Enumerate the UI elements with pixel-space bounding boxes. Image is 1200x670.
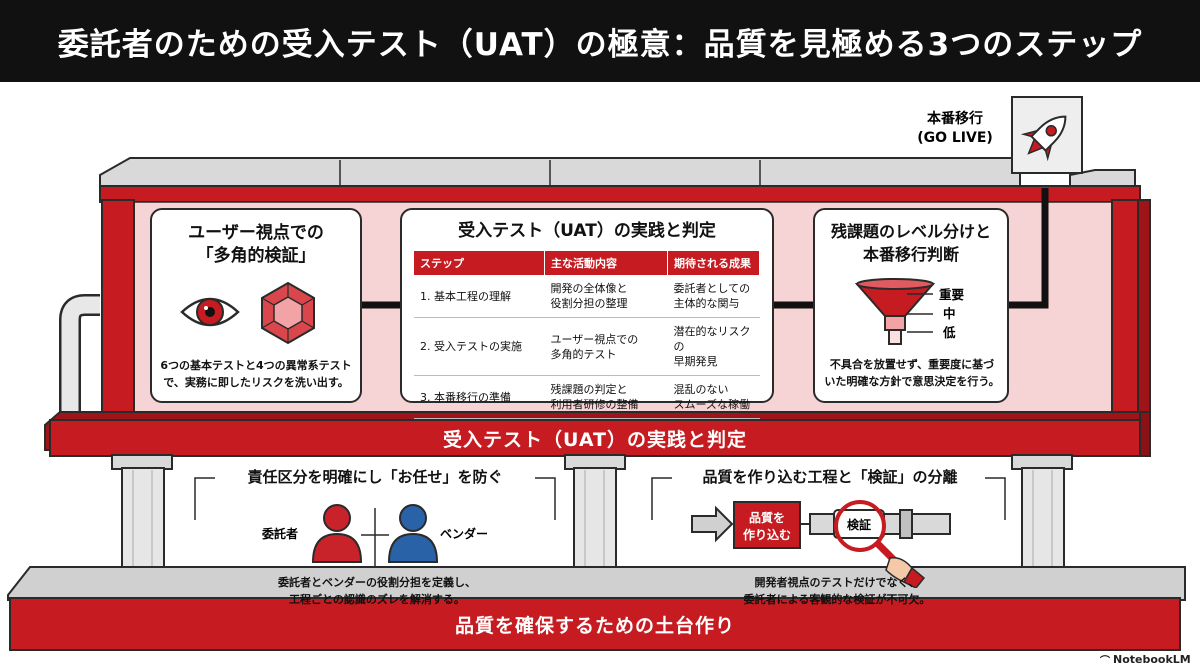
section-right-desc-line1: 開発者視点のテストだけでなく、 <box>754 576 920 589</box>
section-verification: 品質を作り込む工程と「検証」の分離 <box>660 466 1000 487</box>
cell-result-line2: 主体的な関与 <box>673 297 740 310</box>
card-right-desc: 不具合を放置せず、重要度に基づ いた明確な方針で意思決定を行う。 <box>819 356 1005 390</box>
process-pipe-graphic <box>691 500 951 588</box>
cell-result-line1: 委託者としての <box>673 282 751 295</box>
cell-activity: ユーザー視点での多角的テスト <box>544 317 668 376</box>
cell-step: 2. 受入テストの実施 <box>414 317 545 376</box>
card-left-desc-line2: で、実務に即したリスクを洗い出す。 <box>163 376 349 389</box>
card-right-title-line2: 本番移行判断 <box>862 245 959 264</box>
level-connector-lines <box>907 293 933 333</box>
title-bar <box>0 0 1200 82</box>
build-quality-box: 品質を 作り込む <box>734 506 800 548</box>
cell-activity: 開発の全体像と役割分担の整理 <box>544 275 668 318</box>
vendor-person-icon <box>387 504 439 563</box>
cell-result: 委託者としての主体的な関与 <box>667 275 760 318</box>
level-high: 重要 <box>939 287 965 302</box>
card-uat-practice: 受入テスト（UAT）の実践と判定 ステップ 主な活動内容 期待される成果 1. … <box>400 208 774 419</box>
go-live-label: 本番移行 (GO LIVE) <box>895 110 1015 148</box>
eye-and-gem-icons <box>180 281 315 345</box>
section-right-desc: 開発者視点のテストだけでなく、 委託者による客観的な検証が不可欠。 <box>672 574 1002 608</box>
card-right-title-line1: 残課題のレベル分けと <box>830 222 991 241</box>
cell-result-line1: 混乱のない <box>673 383 729 396</box>
cell-result-line2: スムーズな稼働 <box>673 398 750 411</box>
col-header-activity: 主な活動内容 <box>544 251 668 275</box>
middle-band-label: 受入テスト（UAT）の実践と判定 <box>442 428 748 451</box>
col-header-step: ステップ <box>414 251 545 275</box>
uat-table: ステップ 主な活動内容 期待される成果 1. 基本工程の理解 開発の全体像と役割… <box>414 251 760 419</box>
cell-activity-line1: 開発の全体像と <box>550 282 628 295</box>
verify-label: 検証 <box>846 518 871 532</box>
page-title: 委託者のための受入テスト（UAT）の極意：品質を見極める3つのステップ <box>57 26 1143 63</box>
client-person-icon <box>311 504 363 563</box>
gem-icon <box>261 281 315 345</box>
col-header-result: 期待される成果 <box>667 251 760 275</box>
card-left-title-line1: ユーザー視点での <box>188 223 324 243</box>
card-right-title: 残課題のレベル分けと 本番移行判断 <box>815 220 1007 266</box>
go-live-line2: (GO LIVE) <box>917 130 993 146</box>
cell-activity-line1: 残課題の判定と <box>550 383 628 396</box>
client-label: 委託者 <box>262 527 299 541</box>
card-multi-perspective: ユーザー視点での 「多角的検証」 6つの基本テストと4つの異常系テスト で、実務… <box>150 208 362 403</box>
section-responsibility: 責任区分を明確にし「お任せ」を防ぐ <box>210 466 540 487</box>
eye-icon <box>180 297 240 327</box>
section-left-desc: 委託者とベンダーの役割分担を定義し、 工程ごとの認識のズレを解消する。 <box>222 574 532 608</box>
rocket-icon <box>1011 96 1083 174</box>
table-row: 2. 受入テストの実施 ユーザー視点での多角的テスト 潜在的なリスクの早期発見 <box>414 317 760 376</box>
watermark: ⌒ NotebookLM <box>1100 652 1191 667</box>
cell-result: 混乱のないスムーズな稼働 <box>667 375 760 419</box>
level-labels: 重要 中 低 <box>939 285 964 342</box>
cell-activity: 残課題の判定と利用者研修の整備 <box>544 375 668 419</box>
card-issue-levels: 残課題のレベル分けと 本番移行判断 重要 中 低 不具合を放置せず、重要度に基づ… <box>813 208 1009 403</box>
build-quality-line2: 作り込む <box>742 528 791 542</box>
section-left-title: 責任区分を明確にし「お任せ」を防ぐ <box>239 468 511 486</box>
cell-result: 潜在的なリスクの早期発見 <box>667 317 760 376</box>
level-medium: 中 <box>943 306 956 321</box>
card-left-desc-line1: 6つの基本テストと4つの異常系テスト <box>160 359 352 372</box>
card-right-desc-line2: いた明確な方針で意思決定を行う。 <box>824 375 1000 388</box>
cell-step: 3. 本番移行の準備 <box>414 375 545 419</box>
cell-result-line2: 早期発見 <box>673 355 718 368</box>
card-left-title-line2: 「多角的検証」 <box>196 246 316 266</box>
cell-result-line1: 潜在的なリスクの <box>673 325 751 353</box>
notebooklm-logo-icon: ⌒ <box>1100 656 1110 667</box>
funnel-icon <box>855 278 935 345</box>
watermark-text: NotebookLM <box>1113 653 1191 666</box>
section-left-desc-line2: 工程ごとの認識のズレを解消する。 <box>289 593 465 606</box>
cell-activity-line2: 利用者研修の整備 <box>550 398 639 411</box>
cell-step: 1. 基本工程の理解 <box>414 275 545 318</box>
client-vendor-icons <box>311 504 439 566</box>
cell-activity-line1: ユーザー視点での <box>550 332 639 346</box>
section-left-desc-line1: 委託者とベンダーの役割分担を定義し、 <box>278 576 476 589</box>
table-row: 1. 基本工程の理解 開発の全体像と役割分担の整理 委託者としての主体的な関与 <box>414 275 760 318</box>
level-low: 低 <box>943 325 956 340</box>
build-quality-line1: 品質を <box>748 511 785 525</box>
uat-table-header: ステップ 主な活動内容 期待される成果 <box>414 251 760 275</box>
card-left-desc: 6つの基本テストと4つの異常系テスト で、実務に即したリスクを洗い出す。 <box>156 357 356 391</box>
cell-activity-line2: 役割分担の整理 <box>550 297 628 310</box>
go-live-line1: 本番移行 <box>927 111 983 127</box>
arrow-right-icon <box>691 505 734 543</box>
section-right-desc-line2: 委託者による客観的な検証が不可欠。 <box>743 593 931 606</box>
card-left-title: ユーザー視点での 「多角的検証」 <box>152 222 360 268</box>
card-center-title: 受入テスト（UAT）の実践と判定 <box>458 221 716 241</box>
section-right-title: 品質を作り込む工程と「検証」の分離 <box>694 468 966 486</box>
card-right-desc-line1: 不具合を放置せず、重要度に基づ <box>829 358 995 371</box>
vendor-label: ベンダー <box>440 527 489 541</box>
cell-activity-line2: 多角的テスト <box>550 347 617 361</box>
table-row: 3. 本番移行の準備 残課題の判定と利用者研修の整備 混乱のないスムーズな稼働 <box>414 375 760 419</box>
bottom-band-label: 品質を確保するための土台作り <box>454 614 735 637</box>
magnifier-icon <box>834 500 926 588</box>
